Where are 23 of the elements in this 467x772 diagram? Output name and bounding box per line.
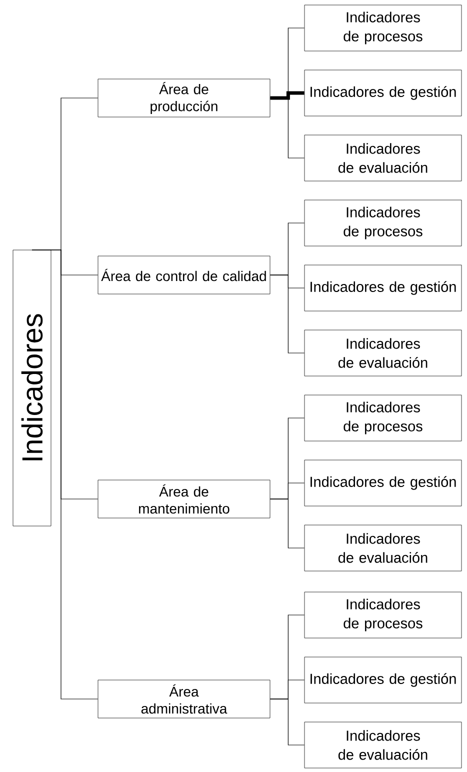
area-box: Área de mantenimiento [98,480,270,518]
connector-line [270,698,305,746]
indicator-box: Indicadores de procesos [304,200,462,246]
connector-line [32,250,98,700]
indicator-box: Indicadores de evaluación [304,722,462,768]
area-box: Área de control de calidad [98,256,270,294]
indicator-box: Indicadores de gestión [304,656,462,704]
area-box: Área de producción [98,78,270,118]
indicator-box: Indicadores de evaluación [304,330,462,376]
indicator-box: Indicadores de gestión [304,460,462,506]
indicator-box: Indicadores de gestión [304,264,462,312]
connector-line [270,274,305,354]
indicator-box: Indicadores de evaluación [304,134,462,182]
indicator-box: Indicadores de evaluación [304,524,462,572]
indicator-box: Indicadores de procesos [304,4,462,52]
area-box: Área administrativa [98,680,270,718]
root-box: Indicadores [12,250,52,526]
indicator-box: Indicadores de gestión [304,70,462,116]
connector-line [270,98,305,158]
indicator-box: Indicadores de procesos [304,394,462,442]
indicator-box: Indicadores de procesos [304,592,462,638]
connector-line [270,498,305,548]
connector-line [270,91,304,100]
